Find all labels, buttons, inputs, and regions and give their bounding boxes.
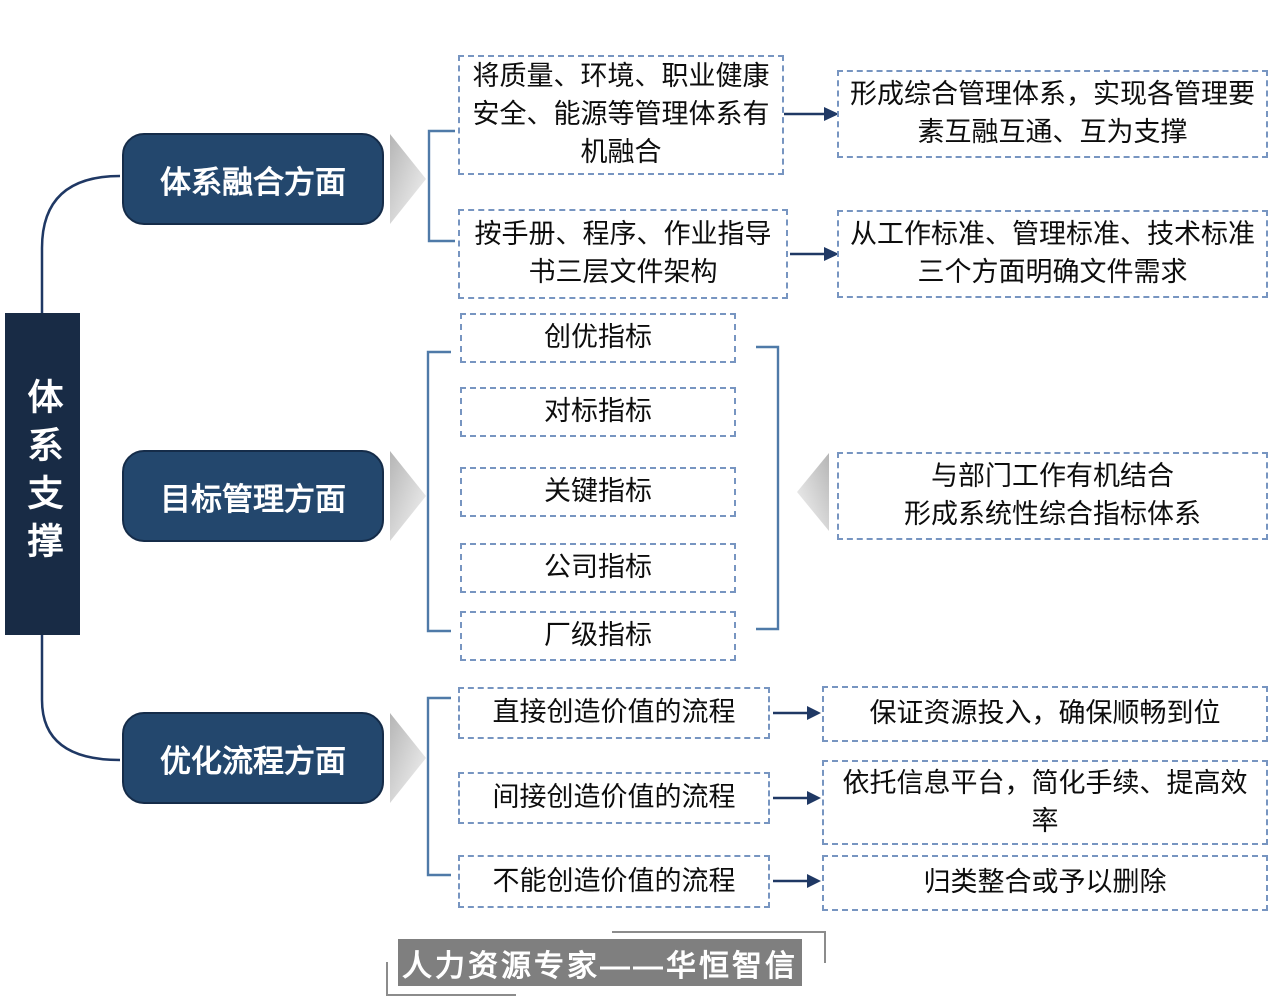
root-to-branch3-curve — [40, 635, 121, 762]
footer-frame-top-right — [612, 931, 826, 963]
branch2-node: 目标管理方面 — [122, 450, 384, 542]
branch1-bracket — [427, 129, 455, 243]
indicator-box-3: 关键指标 — [460, 467, 736, 517]
indicator-box-1: 创优指标 — [460, 313, 736, 363]
branch2-result-line2: 形成系统性综合指标体系 — [904, 499, 1201, 529]
branch3-bracket — [426, 696, 451, 877]
branch1-row2-right-box: 从工作标准、管理标准、技术标准三个方面明确文件需求 — [837, 210, 1268, 298]
indicator-box-4: 公司指标 — [460, 543, 736, 593]
branch3-row3-left-box: 不能创造价值的流程 — [458, 855, 770, 908]
branch2-right-bracket — [756, 345, 780, 631]
branch1-row2-left-box: 按手册、程序、作业指导书三层文件架构 — [458, 209, 788, 299]
branch1-chevron-icon — [390, 134, 426, 224]
branch2-left-bracket — [426, 350, 451, 633]
branch1-row2-arrowhead-icon — [824, 247, 839, 261]
branch3-row2-left-box: 间接创造价值的流程 — [458, 772, 770, 824]
branch3-row3-right-box: 归类整合或予以删除 — [822, 855, 1268, 911]
branch2-result-box: 与部门工作有机结合 形成系统性综合指标体系 — [837, 452, 1268, 540]
branch1-row1-right-box: 形成综合管理体系，实现各管理要素互融互通、互为支撑 — [837, 70, 1268, 158]
branch3-row2-right-box: 依托信息平台，简化手续、提高效率 — [822, 760, 1268, 845]
branch3-row3-arrowhead-icon — [807, 874, 821, 888]
indicator-box-5: 厂级指标 — [460, 611, 736, 661]
footer-frame-bottom-left — [386, 962, 516, 996]
branch3-row1-arrowhead-icon — [807, 706, 821, 720]
branch2-result-line1: 与部门工作有机结合 — [931, 461, 1174, 492]
branch3-node: 优化流程方面 — [122, 712, 384, 804]
branch2-chevron-icon — [390, 451, 426, 541]
branch2-result-chevron-icon — [797, 453, 829, 531]
branch3-row2-arrowhead-icon — [807, 791, 821, 805]
footer-banner: 人力资源专家——华恒智信 — [398, 939, 802, 986]
root-to-branch1-curve — [40, 174, 121, 313]
branch1-node: 体系融合方面 — [122, 133, 384, 225]
root-node: 体系支撑 — [5, 313, 80, 635]
indicator-box-2: 对标指标 — [460, 387, 736, 437]
branch1-row1-left-box: 将质量、环境、职业健康安全、能源等管理体系有机融合 — [458, 55, 784, 175]
branch3-row1-left-box: 直接创造价值的流程 — [458, 687, 770, 739]
branch1-row1-arrowhead-icon — [824, 107, 839, 121]
branch3-chevron-icon — [390, 713, 426, 803]
branch3-row1-right-box: 保证资源投入，确保顺畅到位 — [822, 686, 1268, 742]
